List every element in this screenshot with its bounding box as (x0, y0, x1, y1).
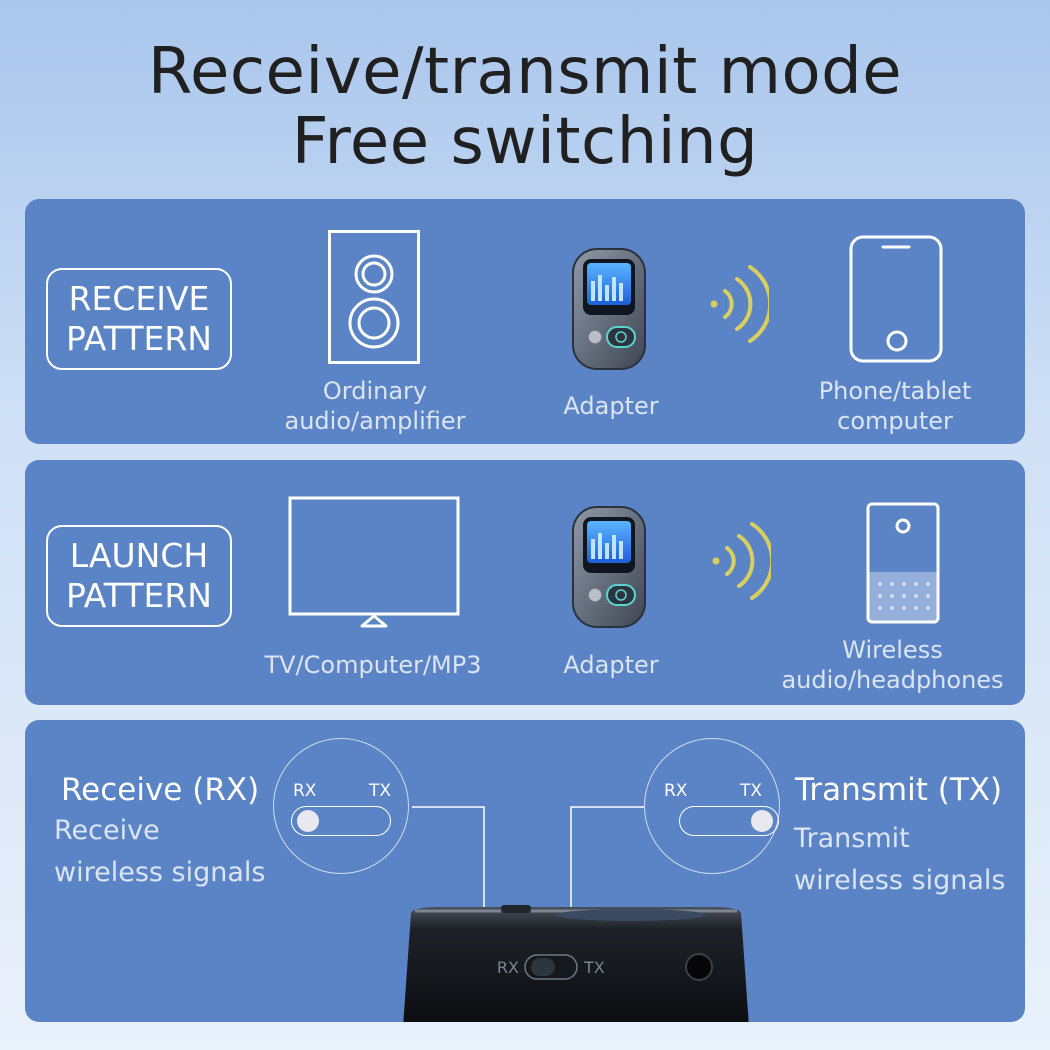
receive-rx-title: Receive (RX) (61, 772, 260, 808)
badge-line2: PATTERN (65, 319, 212, 358)
badge-line1: LAUNCH (69, 536, 209, 575)
device-rx-label: RX (497, 958, 519, 977)
rx-switch-detail: RX TX (273, 738, 409, 874)
tx-label: TX (369, 781, 392, 801)
target-caption-line2: computer (837, 407, 953, 435)
adapter-caption: Adapter (563, 392, 659, 420)
tx-desc-line2: wireless signals (794, 865, 1006, 896)
tx-switch-detail: RX TX (644, 738, 780, 874)
launch-pattern-badge: LAUNCH PATTERN (46, 525, 232, 627)
rx-tx-toggle-tx-position (679, 806, 779, 836)
launch-pattern-panel: LAUNCH PATTERN TV/Computer/MP3 Adapter (25, 460, 1025, 705)
adapter-caption: Adapter (563, 651, 659, 679)
tv-monitor-icon (288, 496, 460, 628)
target-caption-line1: Wireless (842, 636, 943, 664)
rx-desc-line1: Receive (54, 815, 160, 846)
toggle-knob (297, 810, 319, 832)
wireless-speaker-icon (866, 502, 940, 624)
source-caption: TV/Computer/MP3 (264, 651, 482, 679)
toggle-knob (751, 810, 773, 832)
page-title-line1: Receive/transmit mode (147, 35, 903, 109)
receive-rx-description: Receive wireless signals (54, 810, 265, 894)
tx-desc-line1: Transmit (794, 823, 910, 854)
target-caption: Wireless audio/headphones (770, 635, 1015, 695)
adapter-side-view: RX TX (403, 905, 749, 1022)
source-caption-line1: Ordinary (322, 377, 428, 405)
rx-label: RX (293, 781, 317, 801)
tx-label: TX (740, 781, 763, 801)
signal-wave-icon (710, 265, 769, 343)
receive-pattern-badge: RECEIVE PATTERN (46, 268, 232, 370)
badge-line2: PATTERN (65, 576, 212, 615)
transmit-tx-description: Transmit wireless signals (794, 818, 1005, 902)
adapter-device-icon (572, 506, 646, 628)
signal-wave-icon (712, 522, 771, 600)
target-caption-line1: Phone/tablet (818, 377, 972, 405)
target-caption: Phone/tablet computer (785, 376, 1005, 436)
transmit-tx-title: Transmit (TX) (795, 772, 1003, 808)
rx-tx-switch-panel: Receive (RX) Receive wireless signals Tr… (25, 720, 1025, 1022)
source-caption-line2: audio/amplifier (284, 407, 466, 435)
rx-desc-line2: wireless signals (54, 857, 266, 888)
receive-pattern-panel: RECEIVE PATTERN Ordinary audio/amplifier (25, 199, 1025, 444)
page-title-line2: Free switching (291, 105, 759, 179)
speaker-icon (328, 230, 420, 364)
adapter-device-icon (572, 248, 646, 370)
device-tx-label: TX (583, 958, 605, 977)
phone-tablet-icon (849, 235, 943, 363)
target-caption-line2: audio/headphones (781, 666, 1004, 694)
connector-lines (412, 806, 644, 950)
rx-tx-toggle-rx-position (291, 806, 391, 836)
badge-line1: RECEIVE (68, 279, 210, 318)
rx-label: RX (664, 781, 688, 801)
source-caption: Ordinary audio/amplifier (265, 376, 485, 436)
